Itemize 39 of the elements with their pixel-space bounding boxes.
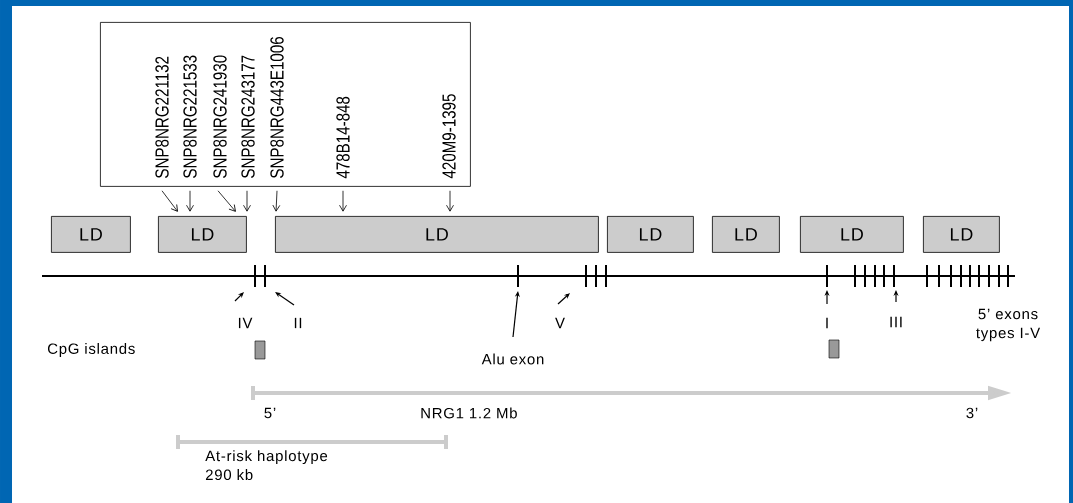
text-label: CpG islands (48, 343, 135, 357)
marker-label: 420M9-1395 (442, 94, 456, 179)
text-label: NRG1 1.2 Mb (421, 407, 517, 419)
marker-label: SNP8NRG241930 (213, 55, 227, 178)
exon-label: V (555, 317, 565, 329)
arrow (446, 190, 454, 212)
arrow (243, 190, 251, 212)
ld-block: LD (158, 216, 247, 253)
ld-block: LD (275, 216, 599, 253)
exon-label: I (826, 317, 828, 329)
arrow (217, 190, 236, 212)
marker-label: SNP8NRG443E1006 (270, 37, 284, 178)
ld-block: LD (800, 216, 904, 253)
marker-label: SNP8NRG243177 (241, 55, 255, 178)
marker-box (100, 22, 471, 187)
arrow (557, 293, 570, 305)
text-label: 3’ (966, 407, 978, 419)
text-label: 5’ (264, 407, 276, 419)
arrow (339, 190, 347, 212)
text-label: At-risk haplotype 290 kb (205, 450, 328, 481)
arrow (186, 190, 194, 212)
exon-label: Alu exon (481, 353, 544, 365)
text-label: 5’ exons types I-V (976, 308, 1041, 342)
marker-label: 478B14-848 (336, 96, 350, 179)
ld-block: LD (712, 216, 780, 253)
gene-map-drawing (41, 264, 1016, 288)
exon-label: III (890, 316, 902, 328)
arrow (272, 190, 281, 212)
marker-label: SNP8NRG221533 (183, 55, 197, 178)
arrow (512, 291, 520, 338)
arrow (234, 292, 244, 302)
ld-block: LD (607, 216, 694, 253)
arrow (161, 190, 178, 212)
ld-block: LD (923, 216, 1000, 253)
ld-block: LD (51, 216, 131, 253)
exon-label: II (294, 317, 302, 329)
exon-label: IV (238, 317, 253, 329)
arrow (275, 292, 295, 306)
marker-label: SNP8NRG221132 (155, 56, 169, 178)
